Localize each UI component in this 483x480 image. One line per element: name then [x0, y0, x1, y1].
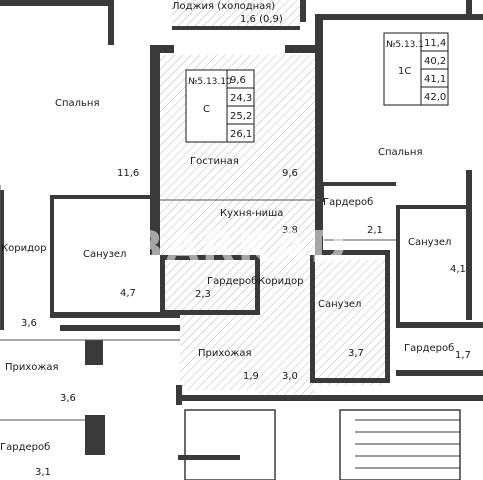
apartment-left-area-2: 24,3	[230, 93, 252, 104]
wardrobe-right2-area: 1,7	[455, 350, 471, 361]
corridor-left-name: Коридор	[1, 243, 46, 254]
corridor-left-area: 3,6	[21, 318, 37, 329]
apartment-right-table: №5.13.1 1С 11,4 40,2 41,1 42,0	[383, 32, 449, 106]
partitions	[0, 185, 396, 421]
wardrobe-left-name: Гардероб	[0, 442, 50, 453]
kitchen-name: Кухня-ниша	[220, 208, 283, 219]
wardrobe-mid-area: 2,3	[195, 289, 211, 300]
bath-left-area: 4,7	[120, 288, 136, 299]
apartment-right-area-2: 40,2	[424, 56, 446, 67]
apartment-left-area-1: 9,6	[230, 75, 246, 86]
bedroom-right-name: Спальня	[378, 147, 423, 158]
corridor-mid-area: 3,0	[282, 371, 298, 382]
apartment-right-area-3: 41,1	[424, 74, 446, 85]
balcony: Лоджия (холодная) 1,6 (0,9)	[172, 1, 283, 25]
wardrobe-right-area: 2,1	[367, 225, 383, 236]
apartment-right-area-4: 42,0	[424, 92, 446, 103]
apartment-right-area-1: 11,4	[424, 38, 446, 49]
apartment-left-area-4: 26,1	[230, 129, 252, 140]
wardrobe-right-name: Гардероб	[323, 197, 373, 208]
room-labels: Спальня 11,6 Коридор 3,6 Санузел 4,7 При…	[0, 98, 471, 478]
living-name: Гостиная	[190, 156, 239, 167]
hall-left-name: Прихожая	[5, 362, 59, 373]
kitchen-area: 3,8	[282, 225, 298, 236]
hall-mid-area: 1,9	[243, 371, 259, 382]
wardrobe-left-area: 3,1	[35, 467, 51, 478]
apartment-left-code: №5.13.10	[188, 77, 232, 87]
living-area: 9,6	[282, 168, 298, 179]
bath-left-name: Санузел	[83, 249, 126, 260]
apartment-left-table: №5.13.10 С 9,6 24,3 25,2 26,1	[185, 69, 255, 143]
corridor-mid-name: Коридор	[258, 276, 303, 287]
balcony-area: 1,6 (0,9)	[240, 14, 283, 25]
bath-mid-area: 3,7	[348, 348, 364, 359]
hall-left-area: 3,6	[60, 393, 76, 404]
apartment-right-type: 1С	[398, 66, 411, 77]
wardrobe-mid-name: Гардероб	[207, 276, 257, 287]
balcony-name: Лоджия (холодная)	[172, 1, 275, 12]
watermark: BARKAD	[130, 222, 348, 273]
bedroom-left-area: 11,6	[117, 168, 139, 179]
hall-mid-name: Прихожая	[198, 348, 252, 359]
apartment-right-code: №5.13.1	[386, 40, 424, 50]
bedroom-left-name: Спальня	[55, 98, 100, 109]
apartment-left-type: С	[203, 104, 210, 115]
bath-mid-name: Санузел	[318, 299, 361, 310]
bath-right-area: 4,1	[450, 264, 466, 275]
wardrobe-right2-name: Гардероб	[404, 343, 454, 354]
apartment-left-area-3: 25,2	[230, 111, 252, 122]
bath-right-name: Санузел	[408, 237, 451, 248]
